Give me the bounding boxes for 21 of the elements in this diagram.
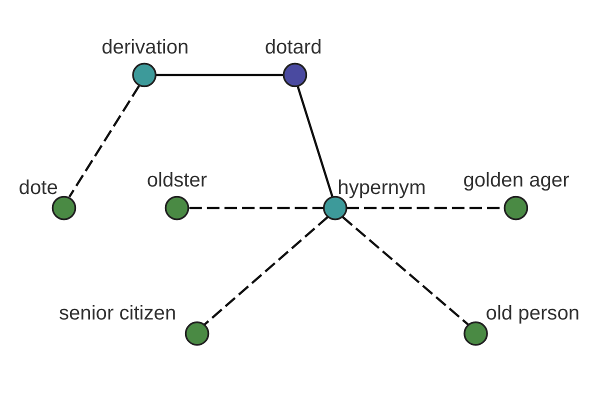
node-label: old person: [486, 302, 580, 324]
node-circle: [132, 62, 156, 87]
node-circle: [184, 320, 210, 346]
node-circle: [282, 62, 308, 87]
node-circle: [52, 195, 76, 220]
connector: [204, 216, 328, 325]
node-label: dote: [18, 176, 58, 198]
node-circle: [504, 195, 528, 220]
node-circle: [164, 195, 190, 220]
node-label: derivation: [102, 36, 189, 58]
connector: [156, 73, 284, 76]
node-label: oldster: [146, 168, 208, 191]
node-label: hypernym: [338, 176, 426, 198]
connector: [68, 84, 140, 198]
connector: [189, 206, 324, 209]
node-label: golden ager: [463, 168, 570, 191]
connector: [342, 216, 469, 325]
node-label: senior citizen: [58, 302, 176, 324]
node-label: dotard: [264, 36, 322, 58]
node-circle: [464, 320, 488, 346]
connector: [296, 86, 334, 196]
